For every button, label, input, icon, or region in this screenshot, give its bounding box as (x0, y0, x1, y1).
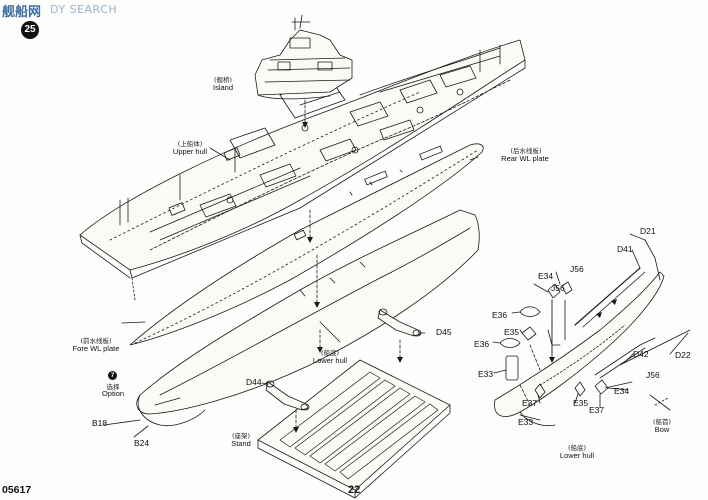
bow-detail-drawing (494, 239, 691, 427)
part-label-e34-top: E34 (538, 271, 554, 281)
bow-label-en: Bow (654, 425, 670, 434)
upper-hull-drawing (79, 39, 526, 279)
fore-wl-plate-label-en: Fore WL plate (72, 344, 120, 353)
island-label-en: Island (212, 83, 233, 92)
part-label-b24: B24 (134, 438, 150, 448)
step-number-badge: 25 (21, 21, 39, 39)
upper-hull-label-en: Upper hull (172, 147, 208, 156)
stand-label-cn: (座架) (231, 432, 251, 440)
part-label-d22: D22 (675, 350, 691, 360)
lower-hull-label-en: Lower hull (312, 356, 348, 365)
island-drawing (254, 14, 353, 100)
stand-label-en: Stand (231, 439, 251, 448)
part-label-d41: D41 (617, 244, 633, 254)
option-label-en: Option (101, 389, 125, 398)
part-label-e35-bottom: E35 (573, 398, 589, 408)
page-number: 22 (348, 484, 361, 496)
part-label-j56-mid: J56 (551, 283, 565, 293)
part-label-e36-top: E36 (492, 310, 508, 320)
rear-wl-plate-drawing (129, 143, 484, 346)
part-label-j56-top: J56 (570, 264, 584, 274)
part-label-e33-bottom: E33 (518, 417, 534, 427)
watermark-logo: 舰船网 (2, 4, 42, 19)
lower-hull-detail-label-cn: (船底) (567, 444, 587, 452)
bow-label-cn: (船首) (652, 418, 672, 426)
stand-drawing (257, 359, 451, 499)
part-label-d44: D44 (246, 377, 262, 387)
lower-hull-label-cn: (船底) (320, 349, 340, 357)
d45-part (377, 308, 422, 337)
part-label-b18: B18 (92, 418, 108, 428)
option-label-cn: 选择 (106, 383, 120, 391)
rear-wl-plate-label-cn: (后水线板) (510, 147, 542, 155)
part-label-e35-top: E35 (504, 327, 520, 337)
part-label-e33-top: E33 (478, 369, 494, 379)
island-label-cn: (舰桥) (213, 76, 233, 84)
product-code: 05617 (2, 484, 32, 496)
fore-wl-plate-label-cn: (前水线板) (80, 337, 112, 345)
part-label-d45: D45 (436, 327, 452, 337)
part-label-e36-mid: E36 (474, 339, 490, 349)
rear-wl-plate-label-en: Rear WL plate (501, 154, 549, 163)
d44-part (265, 380, 310, 411)
watermark-text: DY SEARCH (50, 3, 118, 16)
lower-hull-detail-label-en: Lower hull (559, 451, 595, 460)
part-label-e34-right: E34 (614, 386, 630, 396)
lower-hull-drawing (136, 209, 480, 427)
option-marker-badge: 7 (108, 371, 117, 380)
upper-hull-label-cn: (上船体) (177, 140, 203, 148)
part-label-d21: D21 (640, 226, 656, 236)
part-label-e37-left: E37 (522, 398, 538, 408)
part-label-j56-right: J56 (646, 370, 660, 380)
part-label-e37-right: E37 (589, 405, 605, 415)
part-label-d42: D42 (633, 349, 649, 359)
